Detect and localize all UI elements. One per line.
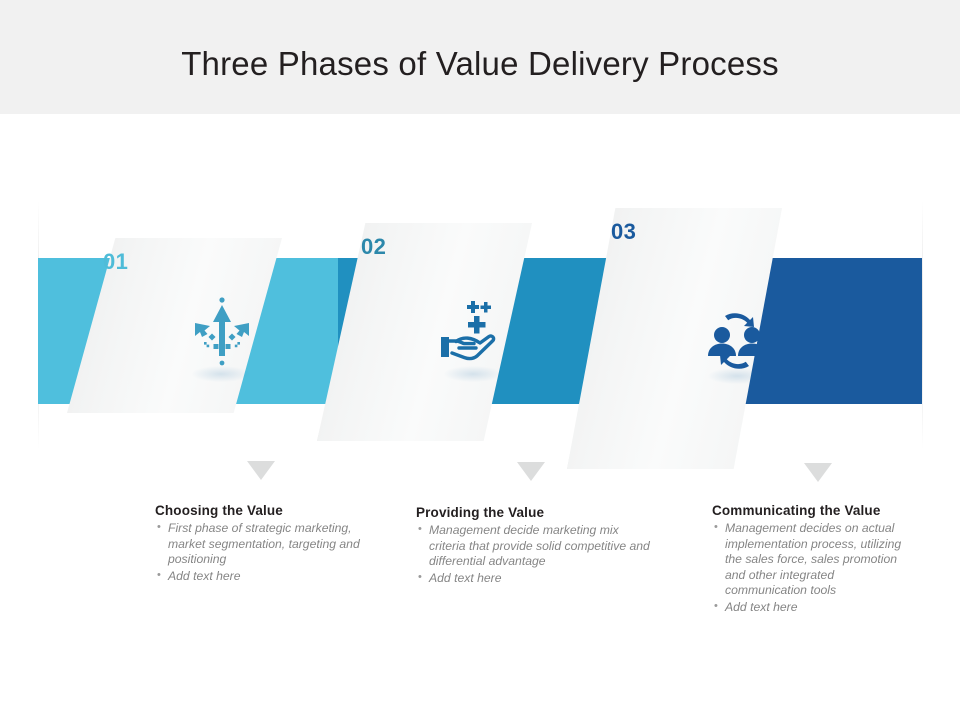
phase-number-2: 02 (361, 234, 387, 259)
slide-edge-right (922, 200, 923, 450)
connector-triangle-1 (247, 461, 275, 480)
phase-heading-3: Communicating the Value (712, 503, 881, 518)
icon-reflection-3 (708, 368, 766, 384)
phase-text-1: Choosing the Value First phase of strate… (155, 503, 385, 585)
connector-triangle-2 (517, 462, 545, 481)
list-item: Add text here (155, 568, 385, 585)
phase-text-3: Communicating the Value Management decid… (712, 503, 917, 617)
phase-text-2: Providing the Value Management decide ma… (416, 505, 654, 587)
diverging-arrows-icon (182, 292, 260, 370)
phase-heading-1: Choosing the Value (155, 503, 283, 518)
title-band (0, 0, 960, 114)
icon-reflection-1 (192, 366, 250, 382)
list-item: Add text here (416, 570, 654, 587)
phase-bullets-3: Management decides on actual implementat… (712, 520, 917, 616)
list-item: Add text here (712, 599, 917, 616)
phase-number-3: 03 (611, 219, 637, 244)
list-item: Management decides on actual implementat… (712, 520, 917, 599)
team-collaboration-icon (697, 298, 775, 376)
phase-bullets-1: First phase of strategic marketing, mark… (155, 520, 385, 585)
connector-triangle-3 (804, 463, 832, 482)
phase-bullets-2: Management decide marketing mix criteria… (416, 522, 654, 587)
list-item: First phase of strategic marketing, mark… (155, 520, 385, 568)
icon-reflection-2 (444, 366, 502, 382)
list-item: Management decide marketing mix criteria… (416, 522, 654, 570)
hand-with-sparkles-icon (432, 295, 510, 373)
phase-number-1: 01 (103, 249, 129, 274)
phase-heading-2: Providing the Value (416, 505, 545, 520)
page-title: Three Phases of Value Delivery Process (181, 45, 779, 82)
